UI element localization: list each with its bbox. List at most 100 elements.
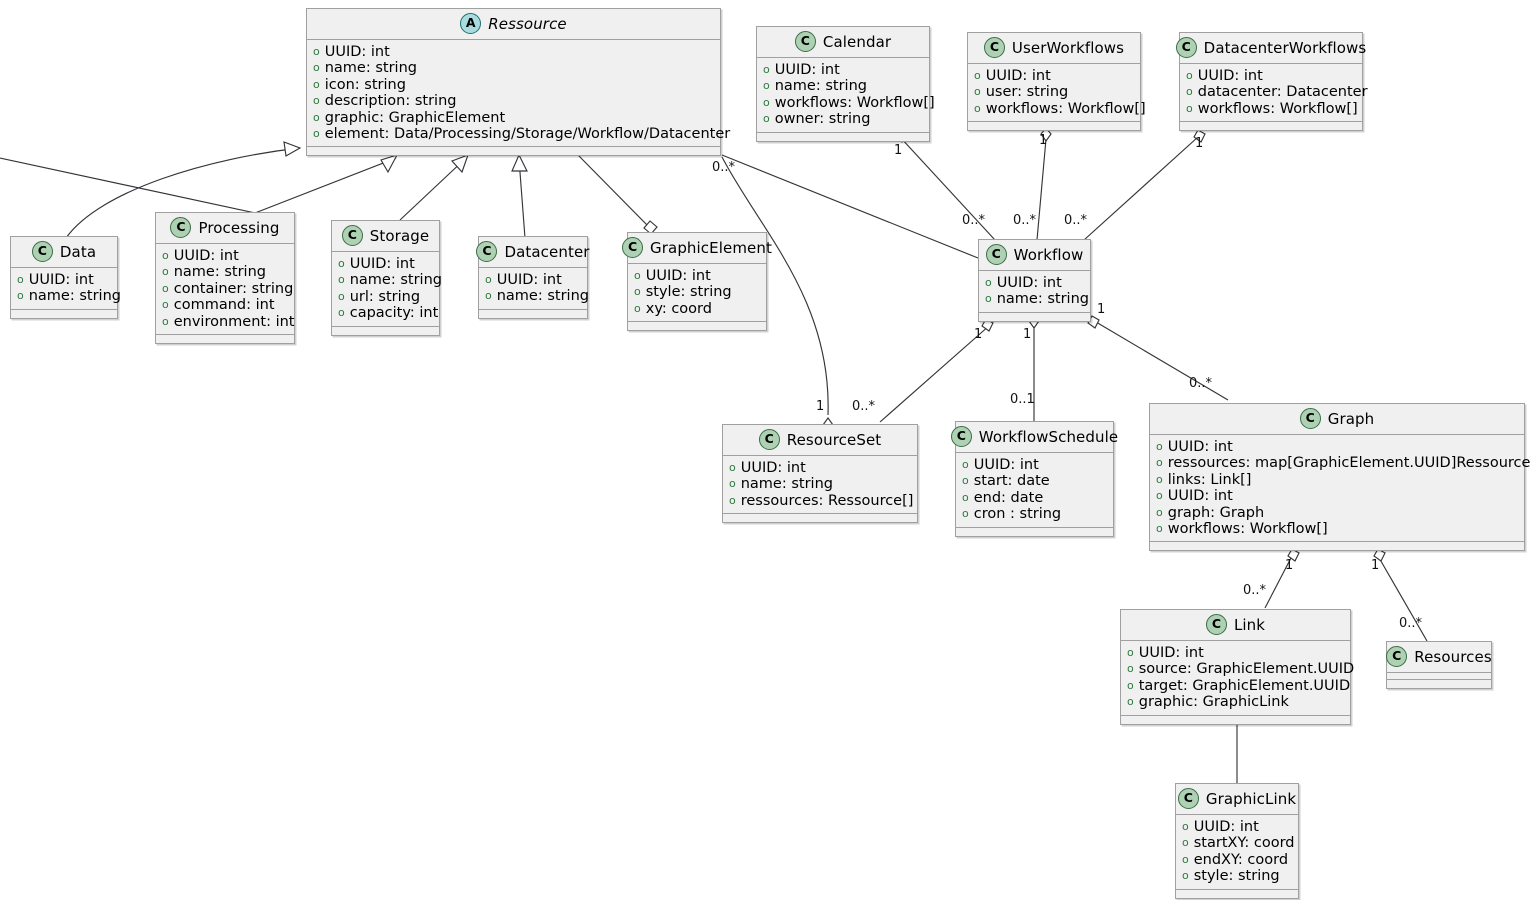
class-header-datacenterworkflows: C DatacenterWorkflows: [1175, 33, 1366, 64]
class-name-graphicelement: GraphicElement: [650, 238, 772, 257]
attribute-text: name: string: [496, 288, 589, 305]
visibility-icon: o: [962, 507, 969, 521]
class-icon: C: [794, 31, 816, 52]
edge-processing-to-ressource-line: [254, 157, 397, 214]
visibility-icon: o: [338, 289, 345, 303]
attribute-text: ressources: map[GraphicElement.UUID]Ress…: [1167, 455, 1531, 472]
visibility-icon: o: [162, 298, 169, 312]
class-name-resources: Resources: [1414, 647, 1492, 666]
visibility-icon: o: [1127, 662, 1134, 676]
attribute-text: UUID: int: [996, 275, 1062, 291]
class-name-graph: Graph: [1327, 409, 1375, 428]
attribute-text: start: date: [973, 473, 1050, 490]
attribute-text: UUID: int: [324, 44, 390, 60]
attribute-text: UUID: int: [1193, 819, 1259, 835]
multiplicity-resourceset-end: 1: [816, 399, 825, 414]
class-icon: C: [1386, 646, 1408, 667]
class-icon: C: [983, 37, 1005, 58]
attribute-text: UUID: int: [1167, 488, 1233, 505]
edge-processing-to-ressource: [0, 157, 256, 214]
attribute-text: workflows: Workflow[]: [1167, 521, 1328, 538]
visibility-icon: o: [162, 281, 169, 295]
visibility-icon: o: [338, 306, 345, 320]
attribute-text: UUID: int: [173, 248, 239, 264]
attribute-text: capacity: int: [349, 305, 439, 322]
attribute-text: ressources: Ressource[]: [740, 492, 914, 509]
multiplicity-datacenterworkflows-end: 1: [1195, 136, 1204, 151]
visibility-icon: o: [313, 94, 320, 108]
visibility-icon: o: [313, 110, 320, 124]
generalization-arrow-datacenter: [511, 153, 528, 172]
attribute-text: owner: string: [774, 111, 871, 128]
multiplicity-link-far: 0..*: [1243, 583, 1267, 598]
visibility-icon: o: [974, 85, 981, 99]
visibility-icon: o: [1156, 440, 1163, 453]
visibility-icon: o: [1186, 85, 1193, 99]
class-methods-processing: [156, 335, 294, 344]
multiplicity-graph-resources-end: 1: [1371, 558, 1380, 573]
attribute-text: icon: string: [324, 76, 406, 93]
class-box-resources[interactable]: C Resources: [1386, 641, 1492, 689]
attribute-text: UUID: int: [496, 272, 562, 288]
attribute-row: o UUID: int: [162, 248, 287, 264]
visibility-icon: o: [162, 249, 169, 262]
attribute-text: UUID: int: [28, 272, 94, 288]
multiplicity-workflow-graph-end: 1: [1097, 302, 1106, 317]
class-name-datacenterworkflows: DatacenterWorkflows: [1203, 38, 1367, 57]
generalization-arrow-processing: [380, 154, 399, 174]
attribute-text: xy: coord: [645, 300, 712, 317]
class-methods-storage: [332, 326, 439, 335]
multiplicity-workflowschedule-far: 0..1: [1010, 392, 1035, 407]
multiplicity-workflow-from-datacenterworkflows: 0..*: [1064, 213, 1088, 228]
abstract-class-icon: A: [460, 13, 482, 34]
class-icon: C: [476, 241, 498, 262]
attribute-text: workflows: Workflow[]: [774, 94, 935, 111]
class-header-datacenter: C Datacenter: [476, 237, 589, 268]
class-methods-datacenterworkflows: [1180, 122, 1362, 131]
multiplicity-workflow-from-userworkflows: 0..*: [1013, 213, 1037, 228]
visibility-icon: o: [162, 265, 169, 279]
class-header-ressource: A Ressource: [307, 9, 720, 40]
attribute-text: name: string: [324, 60, 417, 77]
attribute-text: endXY: coord: [1193, 851, 1289, 868]
class-methods-graphiclink: [1176, 889, 1298, 898]
